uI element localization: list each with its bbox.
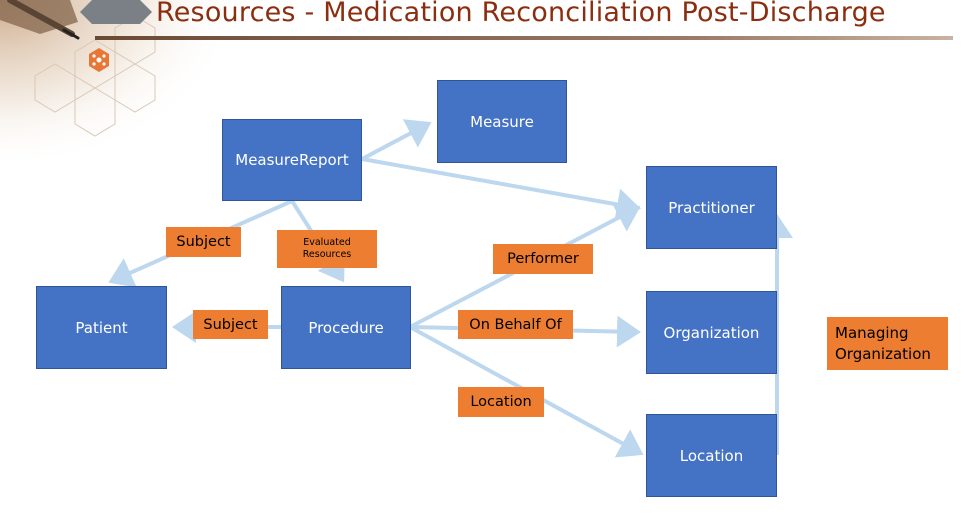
tag-managing-line2: Organization bbox=[835, 344, 931, 363]
box-measure: Measure bbox=[437, 80, 567, 163]
tag-location: Location bbox=[458, 387, 544, 417]
pen-on-parchment-icon bbox=[0, 0, 80, 40]
arrow-measurereport-to-measure bbox=[361, 119, 432, 161]
tag-evaluated-line1: Evaluated bbox=[303, 237, 351, 248]
box-organization: Organization bbox=[646, 291, 777, 374]
box-procedure: Procedure bbox=[281, 286, 411, 369]
box-measurereport: MeasureReport bbox=[222, 119, 362, 201]
tag-on-behalf-of: On Behalf Of bbox=[458, 310, 573, 339]
box-location: Location bbox=[646, 414, 777, 497]
page-title: Resources - Medication Reconciliation Po… bbox=[156, 0, 886, 28]
tag-evaluated-resources: Evaluated Resources bbox=[277, 230, 377, 268]
tag-evaluated-line2: Resources bbox=[302, 249, 352, 260]
arrow-measurereport-to-practitioner bbox=[361, 157, 641, 221]
box-patient: Patient bbox=[36, 286, 167, 369]
hexagon-network-icon bbox=[80, 0, 152, 72]
tag-managing-line1: Managing bbox=[835, 323, 909, 342]
tag-managing-organization: Managing Organization bbox=[827, 317, 948, 370]
tag-performer: Performer bbox=[493, 244, 593, 274]
tag-subject-report: Subject bbox=[166, 227, 241, 257]
hexagon-pattern bbox=[34, 15, 156, 137]
tag-subject-procedure: Subject bbox=[193, 310, 268, 339]
corner-decoration bbox=[0, 0, 240, 170]
box-practitioner: Practitioner bbox=[646, 166, 777, 249]
title-underline bbox=[95, 36, 953, 40]
